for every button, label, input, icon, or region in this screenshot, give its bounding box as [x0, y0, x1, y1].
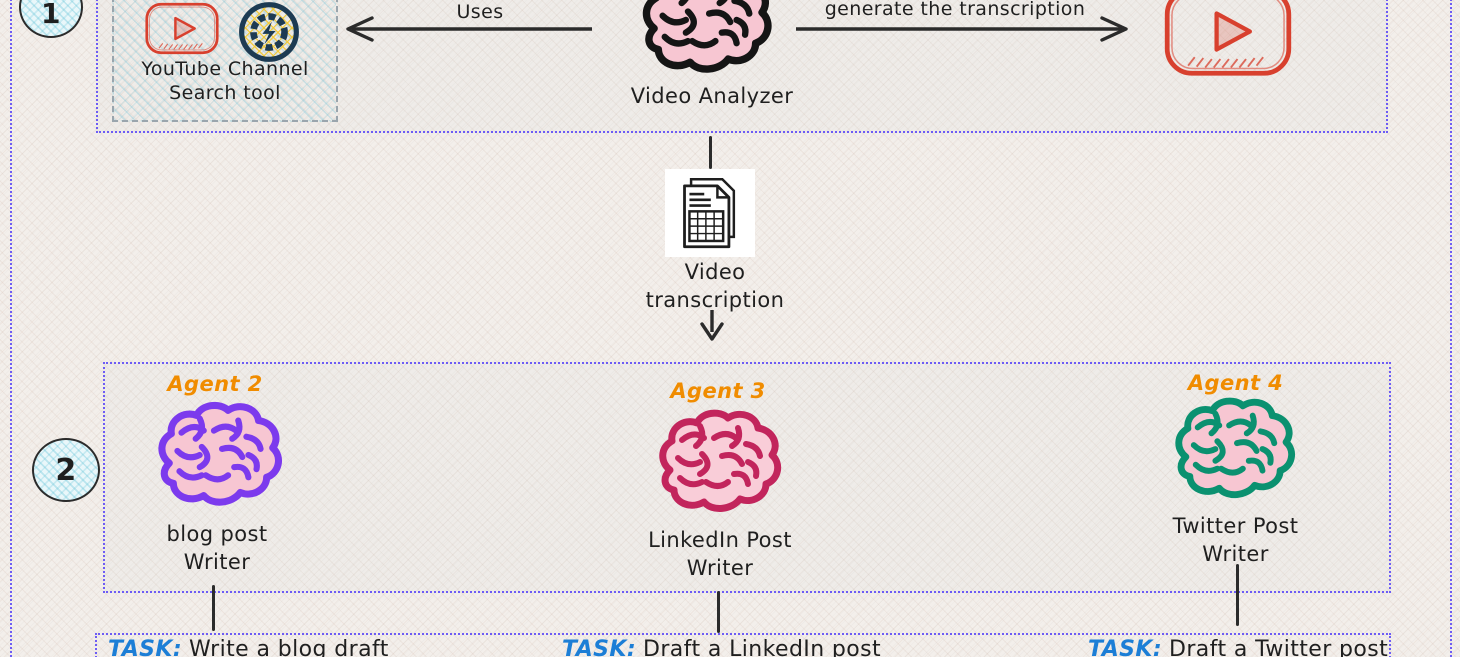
generate-transcription-arrow[interactable] — [788, 15, 1136, 43]
agent-2-role[interactable]: blog post Writer — [128, 520, 306, 576]
task-twitter-prefix: TASK: — [1088, 637, 1163, 657]
tool-box-label-line1: YouTube Channel — [141, 58, 309, 80]
agent-4-name[interactable]: Agent 4 — [1187, 371, 1284, 395]
document-icon — [673, 173, 747, 253]
task-linkedin-prefix: TASK: — [562, 637, 637, 657]
transcription-down-arrow[interactable] — [697, 308, 727, 342]
agent-4-brain-icon[interactable] — [1165, 396, 1305, 504]
tool-box-label[interactable]: YouTube Channel Search tool — [110, 57, 340, 105]
video-transcription-label-line1: Video — [684, 260, 746, 284]
agent-2-role-line2: Writer — [183, 550, 251, 574]
tool-gear-icon[interactable] — [233, 0, 305, 65]
task-blog-prefix: TASK: — [108, 637, 183, 657]
uses-arrow-label[interactable]: Uses — [456, 1, 504, 23]
agent-2-role-line1: blog post — [166, 522, 268, 546]
youtube-icon[interactable] — [141, 1, 223, 56]
agent-3-role[interactable]: LinkedIn Post Writer — [628, 526, 812, 582]
tool-box-label-line2: Search tool — [169, 82, 281, 104]
agent-3-role-line2: Writer — [686, 556, 754, 580]
step-2-badge[interactable]: 2 — [32, 438, 100, 502]
youtube-output-icon[interactable] — [1158, 0, 1298, 79]
generate-arrow-label[interactable]: generate the transcription — [824, 0, 1086, 20]
uses-arrow[interactable] — [338, 15, 600, 43]
agent-4-role-line1: Twitter Post — [1172, 514, 1299, 538]
task-twitter-text: Draft a Twitter post — [1169, 637, 1389, 657]
agent-2-task-connector[interactable] — [212, 585, 215, 631]
agent-2-brain-icon[interactable] — [149, 400, 291, 512]
agent-3-name[interactable]: Agent 3 — [670, 379, 766, 403]
outer-frame-border[interactable] — [10, 0, 1452, 657]
task-blog[interactable]: TASK: Write a blog draft — [108, 637, 389, 657]
step-1-badge[interactable]: 1 — [19, 0, 83, 38]
step-1-number: 1 — [41, 0, 61, 30]
agent-4-task-connector[interactable] — [1236, 564, 1239, 626]
agent-4-role[interactable]: Twitter Post Writer — [1148, 512, 1323, 568]
agent-2-name[interactable]: Agent 2 — [167, 372, 263, 396]
task-linkedin[interactable]: TASK: Draft a LinkedIn post — [562, 637, 881, 657]
agent-3-role-line1: LinkedIn Post — [648, 528, 792, 552]
video-analyzer-label[interactable]: Video Analyzer — [630, 84, 794, 108]
video-transcription-label[interactable]: Video transcription — [615, 258, 815, 314]
agent-3-task-connector[interactable] — [717, 591, 720, 633]
video-transcription-label-line2: transcription — [645, 288, 785, 312]
video-analyzer-brain-icon[interactable] — [633, 0, 781, 80]
agent-3-brain-icon[interactable] — [650, 408, 790, 518]
task-blog-text: Write a blog draft — [189, 637, 389, 657]
video-transcription-plate[interactable] — [665, 169, 755, 257]
agent-4-role-line2: Writer — [1202, 542, 1269, 566]
tasks-box[interactable] — [95, 633, 1391, 657]
analyzer-to-doc-connector[interactable] — [709, 136, 712, 169]
task-twitter[interactable]: TASK: Draft a Twitter post — [1088, 637, 1388, 657]
step-2-number: 2 — [55, 452, 77, 488]
task-linkedin-text: Draft a LinkedIn post — [643, 637, 882, 657]
youtube-search-tool-box[interactable] — [112, 0, 338, 122]
